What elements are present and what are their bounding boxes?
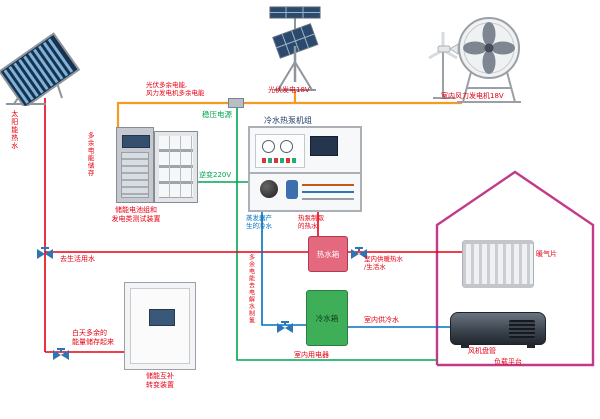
copper-pipe [302,184,354,186]
label-indoor-cooling: 室内供冷水 [364,316,399,324]
label-load-platform: 负载平台 [494,358,522,366]
solar-collector [0,18,85,109]
label-voltage-regulator: 稳压电源 [202,110,232,119]
gauge-panel [255,134,305,168]
pressure-gauge-icon [262,140,275,153]
label-inverter-220v: 逆变220V [199,171,232,179]
wind-fan-icon [428,17,521,103]
fan-grille-icon [509,320,535,338]
label-indoor-appliance: 室内用电器 [294,351,329,359]
label-radiator: 暖气片 [536,250,557,258]
label-fan-coil: 风机盘管 [468,347,496,355]
battery-cabinet-left [116,127,154,203]
label-excess-storage: 多余电能储存 [86,132,95,177]
label-evaporator-cold: 蒸发器产 生的冷水 [246,214,272,231]
storage-inverter-cabinet [124,282,196,370]
bench-monitor [310,136,338,156]
fan-coil-foot [461,343,469,348]
solar-collector-icon [0,32,81,109]
label-battery-cabinet: 储能电池组和 发电类测试装置 [111,206,161,223]
control-buttons [262,158,296,163]
hot-tank-label: 热水箱 [316,249,340,259]
frame-rail [302,198,354,200]
cabinet-door-panel [130,288,190,364]
label-domestic-water: 去生活用水 [60,255,95,263]
battery-shelves [159,136,193,198]
label-heat-pump-unit: 冷水热泵机组 [264,116,312,125]
label-daytime-storage: 白天多余的 能量储存起来 [72,329,114,346]
wind-turbine-and-fan [425,10,537,108]
cold-tank-label: 冷水箱 [315,313,339,323]
house-outline [435,170,595,367]
pv-tracker-icon [269,6,321,91]
valve-icon [350,245,368,259]
label-pv-generation: 光伏发电18V [268,86,310,94]
label-solar-hot-water: 太阳能热水 [10,110,19,150]
pipe-hot-water [44,98,462,353]
battery-cabinet-right [154,131,198,203]
wire-dc-excess-power [116,90,462,127]
valve-icon [52,346,70,360]
cabinet-slots [121,152,149,198]
fan-coil-unit [450,312,546,348]
label-heat-pump-hot: 热泵制取 的热水 [298,214,324,231]
fan-coil-foot [527,343,535,348]
radiator [462,240,534,288]
pv-tracker [262,4,332,96]
label-excess-power: 光伏多余电能, 风力发电机多余电能 [146,81,205,98]
water-pipe [302,191,354,193]
inverter-screen [149,309,175,326]
valve-icon [36,245,54,259]
pipe-cold-water [261,212,450,328]
cold-water-tank: 冷水箱 [306,290,348,346]
regulator-junction-box [228,98,244,108]
compressor-icon [260,180,278,198]
label-electrolysis: 多余电能去电解水制氢 [247,254,255,324]
valve-icon [276,319,294,333]
bench-shelf [250,172,360,174]
hot-water-tank: 热水箱 [308,236,348,272]
label-storage-inverter: 储能互补 转变装置 [146,372,174,389]
label-indoor-heating: 室内供暖热水 /生活水 [364,255,403,272]
wire-ac-220v [198,103,437,361]
heat-pump-bench [248,126,362,212]
refrigerant-vessel [286,180,298,199]
label-wind-generation: 室内风力发电机18V [441,92,504,100]
cabinet-screen [122,135,150,148]
pressure-gauge-icon [280,140,293,153]
